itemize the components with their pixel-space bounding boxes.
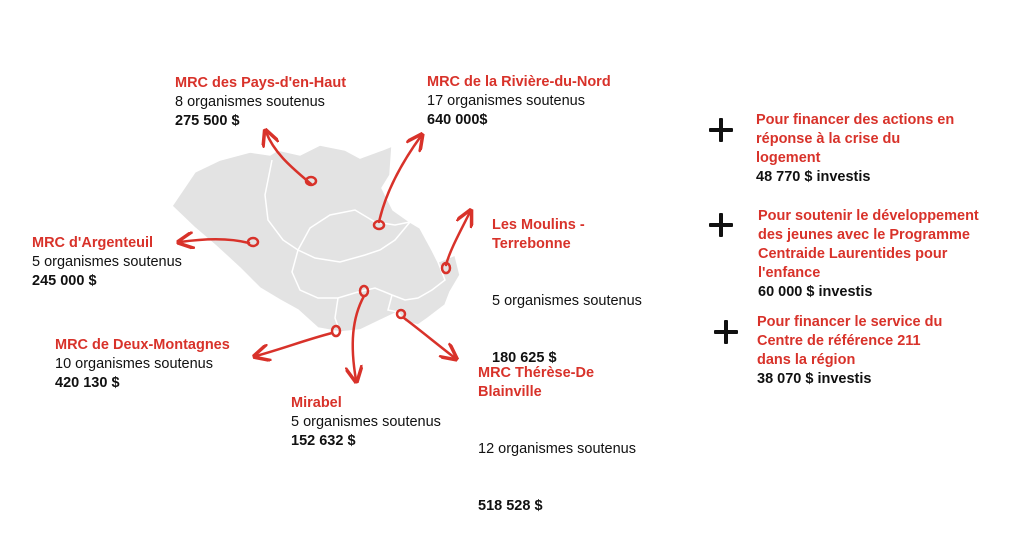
region-name: MRC de la Rivière-du-Nord: [427, 74, 611, 90]
region-organisms: 8 organismes soutenus: [175, 94, 325, 110]
initiative-title-line: des jeunes avec le Programme: [758, 227, 970, 243]
region-organisms: 17 organismes soutenus: [427, 93, 585, 109]
map-silhouette: [171, 144, 461, 333]
region-label-riviere-du-nord: MRC de la Rivière-du-Nord 17 organismes …: [427, 73, 611, 130]
initiative-title-line: Pour financer le service du: [757, 314, 943, 330]
region-amount: 518 528 $: [478, 498, 543, 514]
plus-icon: [714, 320, 738, 344]
initiative-logement: Pour financer des actions en réponse à l…: [756, 111, 954, 187]
region-boundaries: [264, 159, 446, 333]
region-label-deux-montagnes: MRC de Deux-Montagnes 10 organismes sout…: [55, 336, 230, 393]
region-map: [171, 0, 1024, 512]
initiative-enfance: Pour soutenir le développement des jeune…: [758, 207, 979, 302]
plus-icon: [709, 118, 733, 142]
initiative-title-line: l'enfance: [758, 265, 821, 281]
initiative-title-line: réponse à la crise du: [756, 131, 901, 147]
region-organisms: 5 organismes soutenus: [492, 293, 642, 309]
initiative-title-line: Centre de référence 211: [757, 333, 921, 349]
region-label-argenteuil: MRC d'Argenteuil 5 organismes soutenus 2…: [32, 234, 182, 291]
region-label-mirabel: Mirabel 5 organismes soutenus 152 632 $: [291, 394, 441, 451]
plus-icon: [709, 213, 733, 237]
region-amount: 420 130 $: [55, 375, 120, 391]
region-name: MRC d'Argenteuil: [32, 235, 154, 251]
region-name: Les Moulins - Terrebonne: [492, 217, 585, 252]
initiative-invested: 60 000 $ investis: [758, 284, 873, 300]
region-label-pays-d-en-haut: MRC des Pays-d'en-Haut 8 organismes sout…: [175, 74, 346, 131]
region-amount: 245 000 $: [32, 273, 97, 289]
region-amount: 152 632 $: [291, 433, 356, 449]
region-name: MRC Thérèse-De Blainville: [478, 365, 595, 400]
initiative-title-line: Pour soutenir le développement: [758, 208, 979, 224]
region-organisms: 5 organismes soutenus: [32, 254, 182, 270]
initiative-title-line: Pour financer des actions en: [756, 112, 955, 128]
region-amount: 275 500 $: [175, 113, 240, 129]
region-amount: 640 000$: [427, 112, 488, 128]
initiative-invested: 48 770 $ investis: [756, 169, 871, 185]
region-organisms: 10 organismes soutenus: [55, 356, 213, 372]
region-organisms: 5 organismes soutenus: [291, 414, 441, 430]
region-label-therese-de-blainville: MRC Thérèse-De Blainville 12 organismes …: [478, 326, 636, 535]
region-amount: 180 625 $: [492, 350, 557, 366]
region-name: Mirabel: [291, 395, 342, 411]
initiative-title-line: Centraide Laurentides pour: [758, 246, 948, 262]
initiative-title-line: dans la région: [757, 352, 856, 368]
region-label-les-moulins: Les Moulins - Terrebonne 5 organismes so…: [492, 178, 642, 387]
region-name: MRC des Pays-d'en-Haut: [175, 75, 347, 91]
arrows: [180, 132, 470, 380]
initiative-title-line: logement: [756, 150, 821, 166]
initiative-211: Pour financer le service du Centre de ré…: [757, 313, 942, 389]
region-organisms: 12 organismes soutenus: [478, 441, 636, 457]
region-name: MRC de Deux-Montagnes: [55, 337, 230, 353]
initiative-invested: 38 070 $ investis: [757, 371, 872, 387]
